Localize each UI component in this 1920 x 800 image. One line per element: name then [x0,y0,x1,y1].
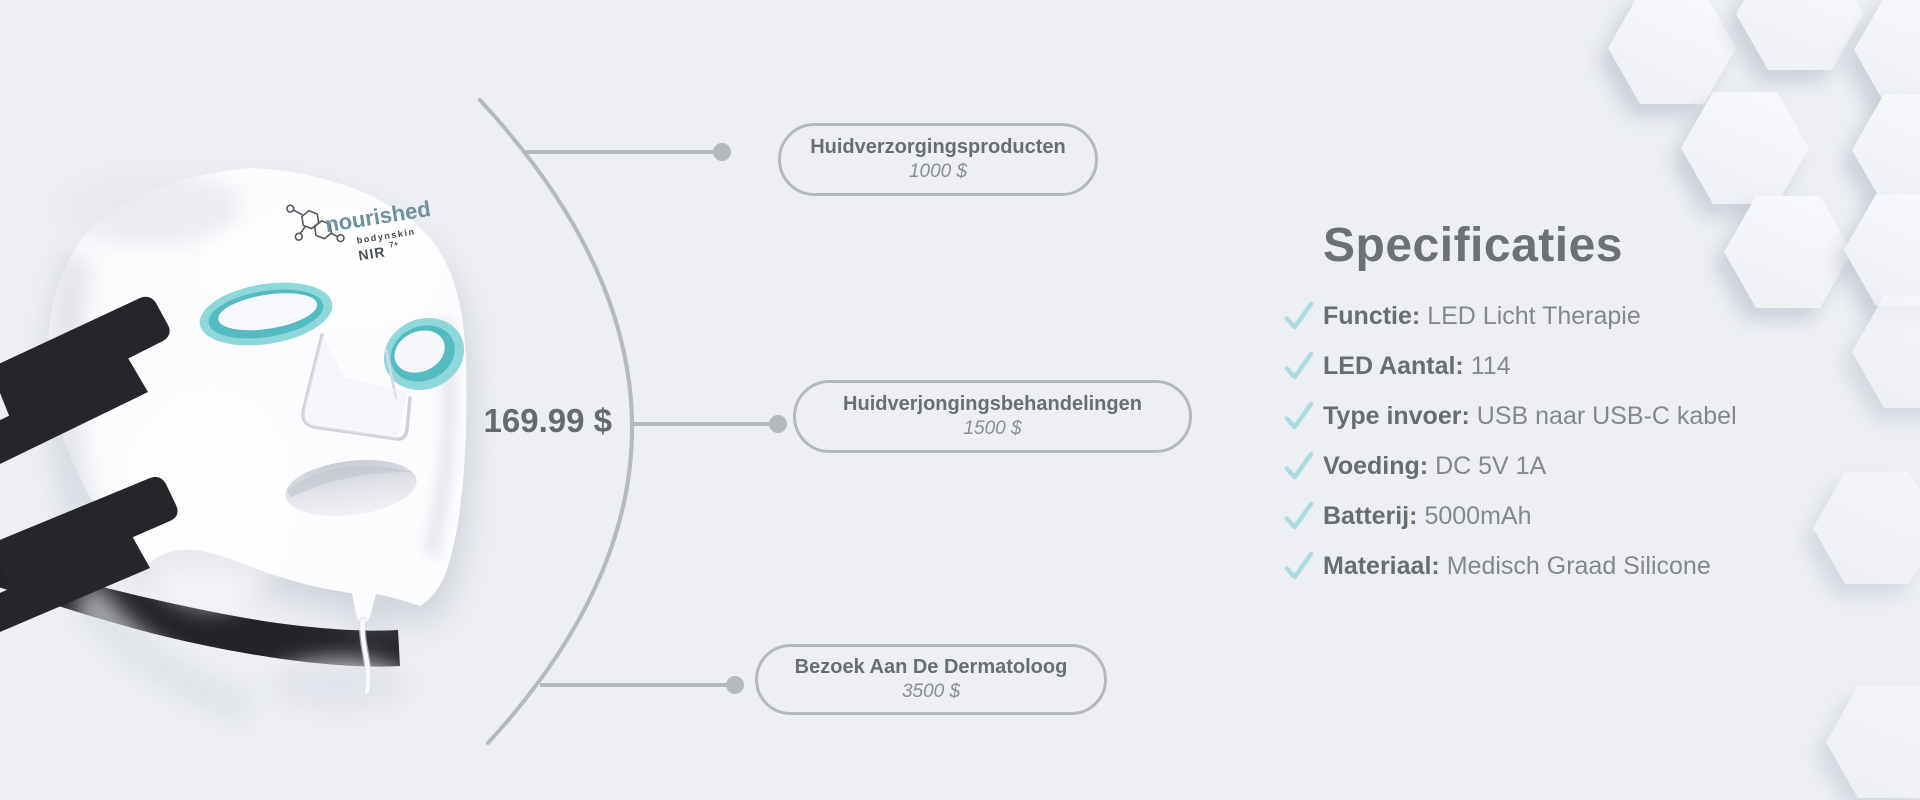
spec-row-batterij: Batterij: 5000mAh [1283,491,1843,541]
mouth-opening [285,460,417,516]
nose-piece [301,333,412,441]
connector-dot-top [713,143,731,161]
connector-dot-bottom [726,676,744,694]
comparison-item-price: 3500 $ [901,681,961,703]
molecule-icon [286,204,345,243]
hexagon-decoration [1852,296,1920,408]
comparison-item-rejuvenation: Huidverjongingsbehandelingen 1500 $ [793,380,1192,453]
checkmark-icon [1284,301,1314,329]
checkmark-icon [1284,501,1314,529]
hexagon-decoration [1852,94,1920,206]
product-image-led-mask: nourished bodynskin NIR 7+ [0,130,500,800]
checkmark-icon [1284,351,1314,379]
spec-value: USB naar USB-C kabel [1476,401,1737,430]
eye-opening-left [199,282,333,346]
hexagon-decoration [1844,194,1920,306]
hexagon-decoration [1826,686,1920,798]
spec-label: Type invoer: [1323,401,1470,430]
checkmark-icon [1284,401,1314,429]
spec-label: LED Aantal: [1323,351,1464,380]
spec-label: Materiaal: [1323,551,1440,580]
spec-label: Batterij: [1323,501,1418,530]
spec-label: Functie: [1323,301,1421,330]
specifications-panel: Specificaties Functie: LED Licht Therapi… [1283,218,1843,591]
spec-row-led-aantal: LED Aantal: 114 [1283,341,1843,391]
spec-label: Voeding: [1323,451,1429,480]
spec-value: 5000mAh [1424,501,1532,530]
checkmark-icon [1284,551,1314,579]
hexagon-decoration [1724,196,1852,308]
brand-model-sup: 7+ [389,239,400,249]
eye-opening-right [383,317,465,391]
hexagon-decoration [1681,92,1809,204]
head-strap-left [0,296,178,632]
connector-dot-middle [769,415,787,433]
comparison-item-name: Huidverzorgingsproducten [810,136,1066,159]
mask-shading [48,170,457,724]
comparison-item-price: 1000 $ [908,161,968,183]
spec-row-voeding: Voeding: DC 5V 1A [1283,441,1843,491]
comparison-item-name: Bezoek Aan De Dermatoloog [794,656,1068,679]
spec-row-type-invoer: Type invoer: USB naar USB-C kabel [1283,391,1843,441]
product-price: 169.99 $ [483,402,612,439]
brand-model: NIR [357,243,386,263]
spec-row-materiaal: Materiaal: Medisch Graad Silicone [1283,541,1843,591]
spec-value: 114 [1470,351,1511,380]
hexagon-decoration [1736,0,1864,70]
power-cable [359,616,372,696]
comparison-item-name: Huidverjongingsbehandelingen [843,393,1142,416]
spec-value: LED Licht Therapie [1427,301,1641,330]
comparison-item-skincare: Huidverzorgingsproducten 1000 $ [778,123,1098,196]
hexagon-decoration [1813,472,1920,584]
comparison-item-dermatologist: Bezoek Aan De Dermatoloog 3500 $ [755,644,1107,715]
hexagon-decoration [1608,0,1736,104]
spec-value: DC 5V 1A [1435,451,1547,480]
hexagon-decoration [1854,0,1920,106]
specifications-title: Specificaties [1323,219,1623,272]
spec-value: Medisch Graad Silicone [1446,551,1711,580]
comparison-item-price: 1500 $ [963,418,1022,440]
checkmark-icon [1284,451,1314,479]
spec-row-functie: Functie: LED Licht Therapie [1283,291,1843,341]
